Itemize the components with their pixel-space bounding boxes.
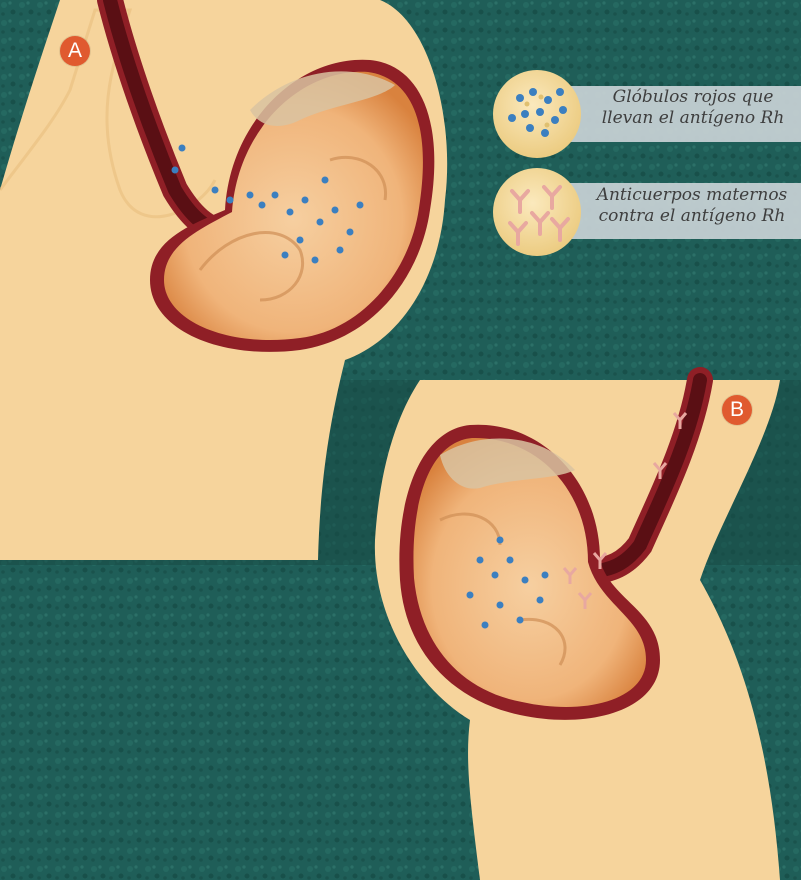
legend-label-antibodies-line1: Anticuerpos maternos xyxy=(583,185,801,206)
legend-label-antibodies-line2: contra el antígeno Rh xyxy=(583,206,801,227)
bottom-margin xyxy=(0,880,801,892)
legend-label-rh-cells-line2: llevan el antígeno Rh xyxy=(585,108,801,129)
legend-label-rh-cells-line1: Glóbulos rojos que xyxy=(585,87,801,108)
panel-label-a-text: A xyxy=(68,39,82,62)
panel-label-b-text: B xyxy=(730,398,744,421)
legend-label-rh-cells: Glóbulos rojos que llevan el antígeno Rh xyxy=(585,87,801,129)
panel-label-b: B xyxy=(722,395,752,425)
maternal-antibody-icon xyxy=(493,168,581,256)
legend-label-antibodies: Anticuerpos maternos contra el antígeno … xyxy=(583,185,801,227)
panel-label-a: A xyxy=(60,36,90,66)
